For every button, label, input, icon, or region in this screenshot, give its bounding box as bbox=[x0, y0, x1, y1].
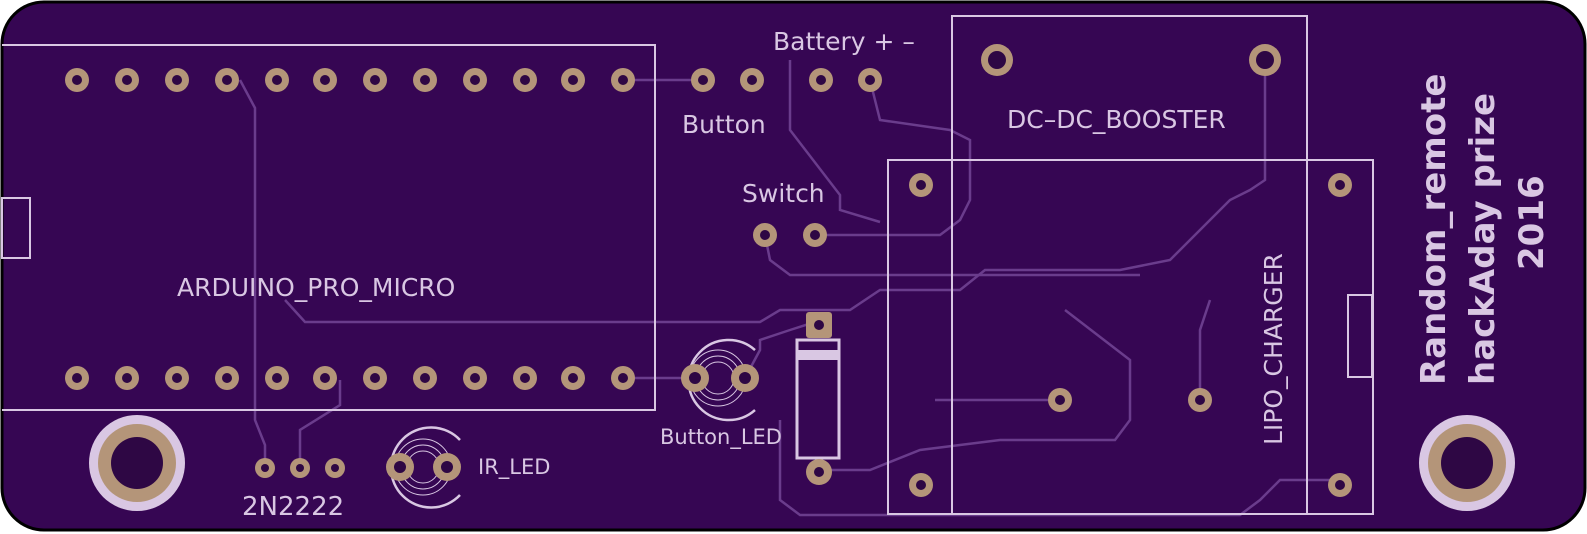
pad bbox=[611, 68, 635, 92]
board-title-line3: 2016 bbox=[1512, 175, 1552, 270]
pad bbox=[513, 366, 537, 390]
button-label: Button bbox=[682, 110, 766, 139]
pad bbox=[561, 68, 585, 92]
board-title-line1: Random_remote bbox=[1414, 74, 1454, 385]
ir-led-label: IR_LED bbox=[478, 455, 550, 480]
lipo-charger-pads bbox=[909, 173, 1352, 497]
arduino-bottom-header bbox=[65, 366, 635, 390]
pad bbox=[611, 366, 635, 390]
mounting-hole-left bbox=[89, 415, 185, 511]
battery-label: Battery + – bbox=[773, 27, 915, 56]
pad bbox=[65, 68, 89, 92]
battery-connector-pads bbox=[809, 68, 882, 92]
board-title-line2: hackAday prize bbox=[1463, 93, 1503, 385]
pad bbox=[165, 68, 189, 92]
mounting-hole-right bbox=[1419, 415, 1515, 511]
pad bbox=[265, 366, 289, 390]
booster-label: DC–DC_BOOSTER bbox=[1007, 105, 1226, 134]
pad bbox=[513, 68, 537, 92]
pad bbox=[215, 68, 239, 92]
pad bbox=[463, 366, 487, 390]
usb-connector-outline bbox=[1, 197, 31, 259]
diode-outline bbox=[795, 338, 841, 460]
pad bbox=[215, 366, 239, 390]
button-led-pads bbox=[681, 364, 759, 392]
pad bbox=[115, 366, 139, 390]
arduino-top-header bbox=[65, 68, 635, 92]
pad bbox=[363, 366, 387, 390]
pad bbox=[413, 68, 437, 92]
switch-label: Switch bbox=[742, 179, 825, 208]
diode-pads bbox=[806, 312, 832, 485]
button-led-label: Button_LED bbox=[660, 425, 782, 450]
pad bbox=[413, 366, 437, 390]
pad bbox=[265, 68, 289, 92]
transistor-label: 2N2222 bbox=[242, 492, 344, 522]
switch-connector-pads bbox=[753, 223, 827, 247]
pad bbox=[115, 68, 139, 92]
ir-led-pads bbox=[386, 453, 461, 481]
lipo-usb-outline bbox=[1347, 294, 1373, 378]
arduino-label: ARDUINO_PRO_MICRO bbox=[177, 273, 455, 302]
pad bbox=[463, 68, 487, 92]
pad bbox=[165, 366, 189, 390]
pad bbox=[313, 68, 337, 92]
booster-pads bbox=[981, 44, 1281, 76]
pad bbox=[313, 366, 337, 390]
pad bbox=[363, 68, 387, 92]
lipo-charger-label: LIPO_CHARGER bbox=[1259, 253, 1288, 445]
arduino-outline bbox=[2, 44, 656, 411]
pad bbox=[561, 366, 585, 390]
button-connector-pads bbox=[691, 68, 764, 92]
diode-cathode-band bbox=[797, 350, 839, 360]
pad bbox=[65, 366, 89, 390]
transistor-pads bbox=[255, 458, 345, 478]
